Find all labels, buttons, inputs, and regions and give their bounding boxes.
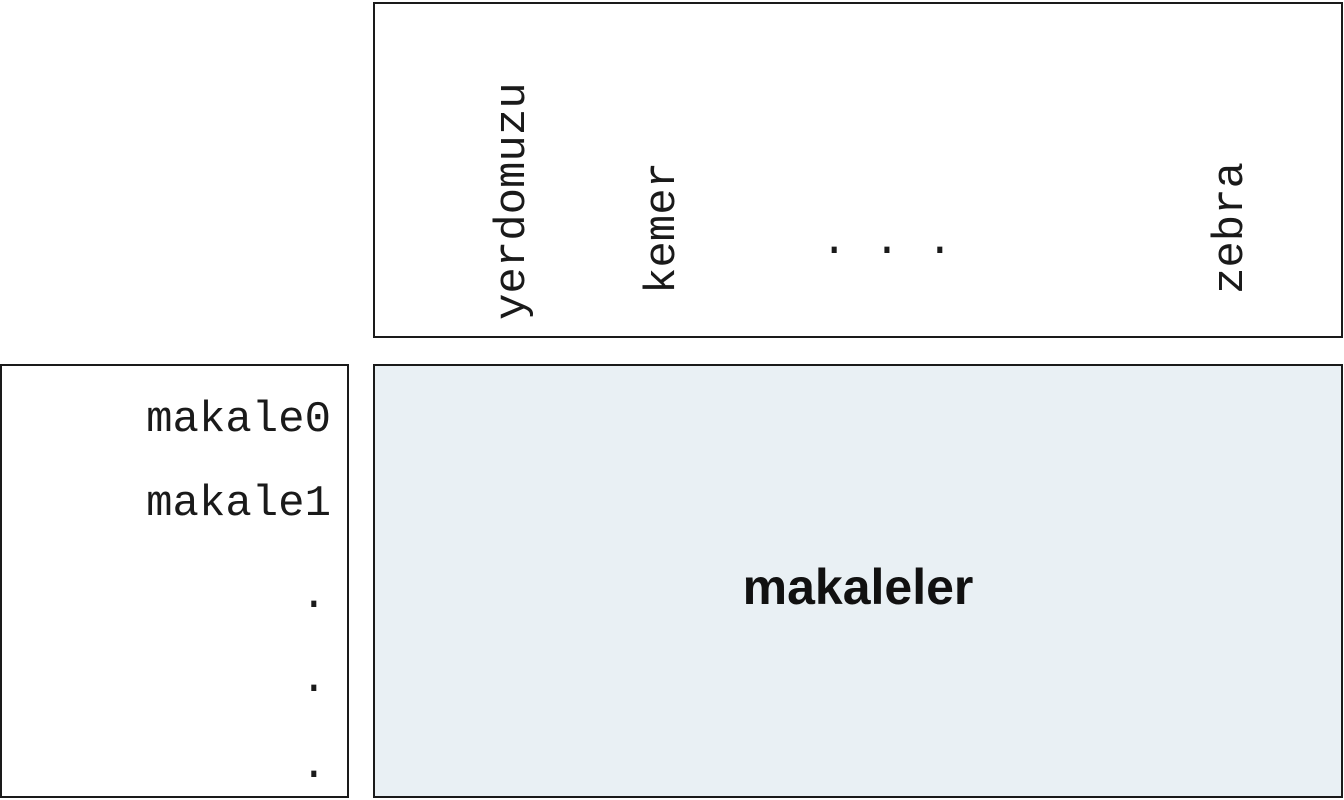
vocab-word-yerdomuzu: yerdomuzu [488, 82, 538, 320]
vocabulary-header-box: yerdomuzu kemer . . . zebra [373, 2, 1343, 338]
document-label-makale0: makale0 [146, 395, 331, 445]
document-ellipsis-dot: . [300, 741, 327, 791]
document-label-makale1: makale1 [146, 479, 331, 529]
document-ellipsis-dot: . [300, 655, 327, 705]
vocab-word-zebra: zebra [1206, 161, 1256, 294]
document-ellipsis-dot: . [300, 571, 327, 621]
document-term-matrix: makaleler [373, 364, 1343, 798]
matrix-label: makaleler [742, 559, 974, 615]
vocab-word-kemer: kemer [638, 161, 688, 294]
vocab-ellipsis: . . . [821, 217, 954, 267]
document-labels-box: makale0 makale1 . . . [0, 364, 349, 798]
